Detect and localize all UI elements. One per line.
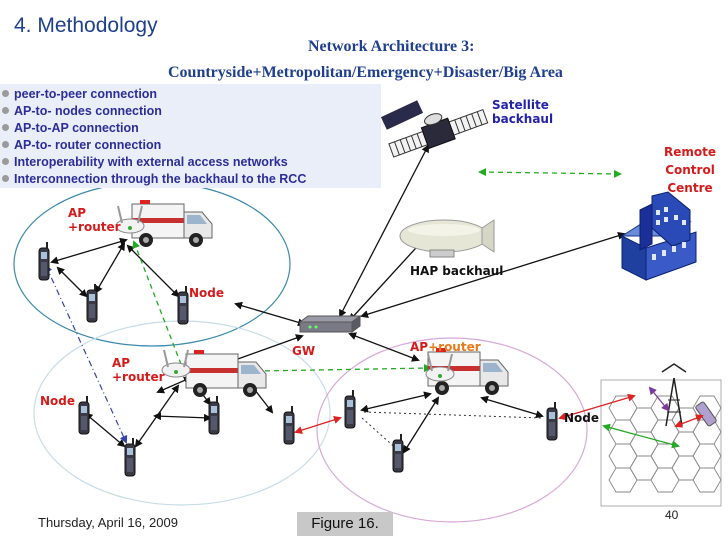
node-right-label: Node xyxy=(564,411,600,425)
ambulance-top-icon xyxy=(131,199,213,248)
architecture-title: Network Architecture 3: xyxy=(308,38,475,55)
bullet-dot-icon xyxy=(2,141,9,149)
bullet-item: peer-to-peer connection xyxy=(2,87,157,101)
cellular-hex-grid xyxy=(600,379,722,507)
phone-node-icon xyxy=(78,395,90,435)
phone-node-icon xyxy=(38,241,50,281)
phone-node-icon xyxy=(392,433,404,473)
ap-router-left-label: AP +router xyxy=(112,356,165,384)
satellite-icon xyxy=(380,100,489,158)
ap-router-top-label: AP +router xyxy=(68,206,121,234)
page-number: 40 xyxy=(665,508,679,522)
hap-backhaul-label: HAP backhaul xyxy=(410,264,504,278)
ap-router-right-label: AP+router xyxy=(410,340,481,354)
phone-node-icon xyxy=(546,401,558,441)
bullet-item: AP-to-AP connection xyxy=(2,121,139,135)
slide-title: 4. Methodology xyxy=(14,14,158,37)
gw-label: GW xyxy=(292,344,316,358)
node-top-label: Node xyxy=(189,286,225,300)
bullet-item: AP-to- router connection xyxy=(2,138,161,152)
bullet-item: Interconnection through the backhaul to … xyxy=(2,172,306,186)
bullet-dot-icon xyxy=(2,107,9,115)
bullet-item: AP-to- nodes connection xyxy=(2,104,162,118)
remote-control-centre-label: Remote Control Centre xyxy=(664,145,717,195)
bullet-dot-icon xyxy=(2,158,9,166)
phone-node-icon xyxy=(208,395,220,435)
phone-node-icon xyxy=(86,283,98,323)
remote-control-centre-icon xyxy=(620,191,697,281)
bullet-item: Interoperability with external access ne… xyxy=(2,155,288,169)
bullet-dot-icon xyxy=(2,175,9,183)
phone-node-icon xyxy=(344,389,356,429)
architecture-subtitle: Countryside+Metropolitan/Emergency+Disas… xyxy=(168,64,563,81)
phone-node-icon xyxy=(283,405,295,445)
bullet-dot-icon xyxy=(2,90,9,98)
bullet-dot-icon xyxy=(2,124,9,132)
hap-airship-icon xyxy=(399,219,495,258)
footer-date: Thursday, April 16, 2009 xyxy=(38,515,178,530)
gateway-icon xyxy=(298,315,362,333)
bullet-list: peer-to-peer connection AP-to- nodes con… xyxy=(0,84,381,188)
figure-caption: Figure 16. xyxy=(297,512,393,536)
ambulance-left-icon xyxy=(185,349,267,398)
satellite-backhaul-label: Satellite backhaul xyxy=(492,98,554,126)
node-left-label: Node xyxy=(40,394,76,408)
phone-node-icon xyxy=(177,285,189,325)
phone-node-icon xyxy=(124,437,136,477)
